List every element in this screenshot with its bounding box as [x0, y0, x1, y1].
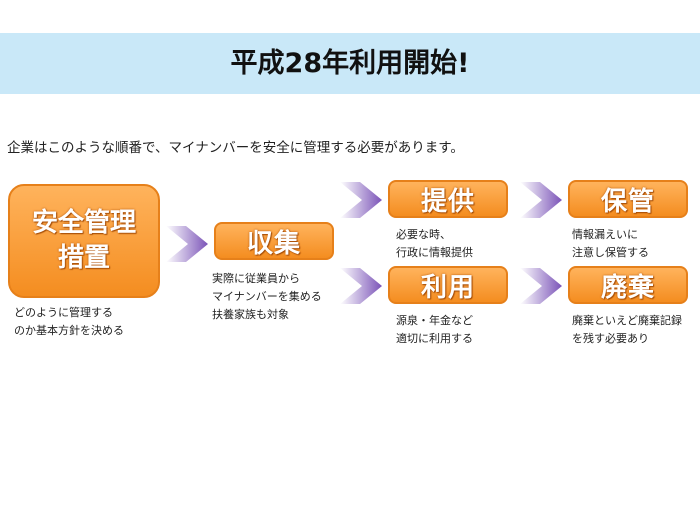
step-use-desc-line2: 適切に利用する — [396, 332, 473, 345]
step-safety-title-line2: 措置 — [57, 243, 110, 273]
step-collect-desc-line3: 扶養家族も対象 — [212, 308, 289, 321]
step-discard-title: 廃棄 — [600, 272, 655, 303]
title-banner: 平成28年利用開始! — [0, 33, 700, 94]
step-use-desc: 源泉・年金など 適切に利用する — [396, 312, 473, 348]
step-use-box: 利用 — [388, 266, 508, 304]
arrow-right-icon — [166, 226, 208, 262]
step-provide-desc-line1: 必要な時、 — [396, 228, 451, 241]
step-provide-desc: 必要な時、 行政に情報提供 — [396, 226, 473, 262]
arrow-right-icon — [340, 268, 382, 304]
step-collect-desc-line1: 実際に従業員から — [212, 272, 300, 285]
intro-text: 企業はこのような順番で、マイナンバーを安全に管理する必要があります。 — [7, 140, 464, 156]
arrow-right-icon — [340, 182, 382, 218]
step-collect-box: 収集 — [214, 222, 334, 260]
step-provide-title: 提供 — [420, 186, 475, 217]
step-use-desc-line1: 源泉・年金など — [396, 314, 473, 327]
step-keep-desc: 情報漏えいに 注意し保管する — [572, 226, 649, 262]
step-keep-desc-line2: 注意し保管する — [572, 246, 649, 259]
step-safety-box: 安全管理 措置 — [8, 184, 160, 298]
step-discard-box: 廃棄 — [568, 266, 688, 304]
arrow-right-icon — [520, 268, 562, 304]
step-collect-desc: 実際に従業員から マイナンバーを集める 扶養家族も対象 — [212, 270, 322, 324]
step-keep-desc-line1: 情報漏えいに — [572, 228, 638, 241]
step-keep-title: 保管 — [600, 186, 655, 217]
step-discard-desc-line1: 廃棄といえど廃棄記録 — [572, 314, 682, 327]
step-keep-box: 保管 — [568, 180, 688, 218]
page-title: 平成28年利用開始! — [230, 48, 470, 79]
step-provide-desc-line2: 行政に情報提供 — [396, 246, 473, 259]
step-use-title: 利用 — [420, 272, 475, 303]
step-collect-title: 収集 — [246, 228, 301, 259]
step-safety-title-line1: 安全管理 — [31, 208, 136, 238]
arrow-right-icon — [520, 182, 562, 218]
step-provide-box: 提供 — [388, 180, 508, 218]
step-safety-desc-line2: のか基本方針を決める — [14, 324, 124, 337]
step-safety-desc: どのように管理する のか基本方針を決める — [14, 304, 124, 340]
step-collect-desc-line2: マイナンバーを集める — [212, 290, 322, 303]
step-safety-desc-line1: どのように管理する — [14, 306, 113, 319]
step-discard-desc: 廃棄といえど廃棄記録 を残す必要あり — [572, 312, 682, 348]
step-discard-desc-line2: を残す必要あり — [572, 332, 649, 345]
